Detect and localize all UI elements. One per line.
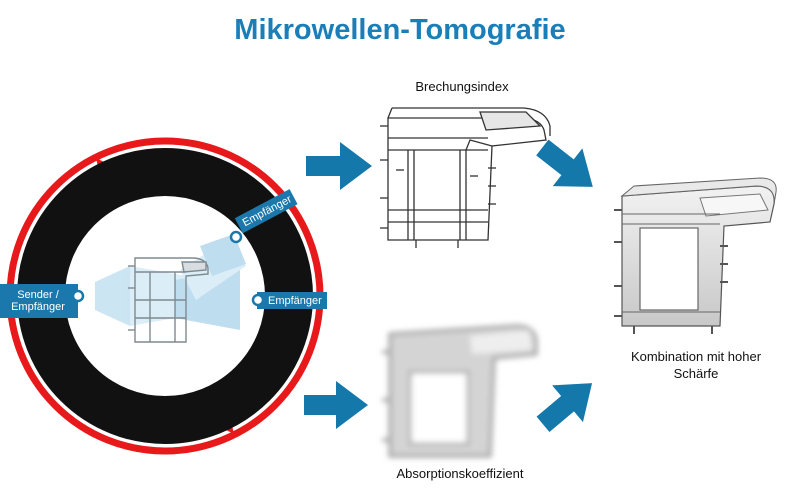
receiver-right-sensor-icon	[251, 293, 265, 307]
combination-label-line2: Schärfe	[673, 366, 719, 381]
refraction-profile	[380, 107, 551, 248]
sender-tag: Sender / Empfänger	[0, 287, 76, 315]
arrow-to-refraction-icon	[306, 142, 372, 190]
microwave-beams	[95, 234, 246, 330]
center-profile	[128, 257, 209, 343]
sender-tag-line1: Sender /	[17, 289, 59, 301]
receiver-right-tag-bg	[257, 292, 327, 309]
combination-label: Kombination mit hoher Schärfe	[596, 348, 796, 382]
sender-sensor-icon	[71, 289, 85, 303]
sender-tag-line2: Empfänger	[11, 301, 65, 313]
receiver-right-tag: Empfänger	[268, 295, 322, 307]
page-title: Mikrowellen-Tomografie	[234, 14, 566, 46]
refraction-label: Brechungsindex	[415, 79, 509, 94]
arrow-refraction-to-combination-icon	[536, 139, 593, 187]
combined-profile	[614, 177, 777, 334]
combination-label-line1: Kombination mit hoher	[630, 349, 762, 364]
absorption-label: Absorptionskoeffizient	[396, 466, 524, 481]
receiver-diagonal-tag-bg	[234, 189, 298, 234]
absorption-profile	[382, 324, 538, 458]
arrow-absorption-to-combination-icon	[536, 383, 593, 432]
arrow-to-absorption-icon	[304, 381, 368, 429]
receiver-diagonal-sensor-icon	[229, 230, 243, 244]
sender-tag-bg	[0, 284, 78, 318]
